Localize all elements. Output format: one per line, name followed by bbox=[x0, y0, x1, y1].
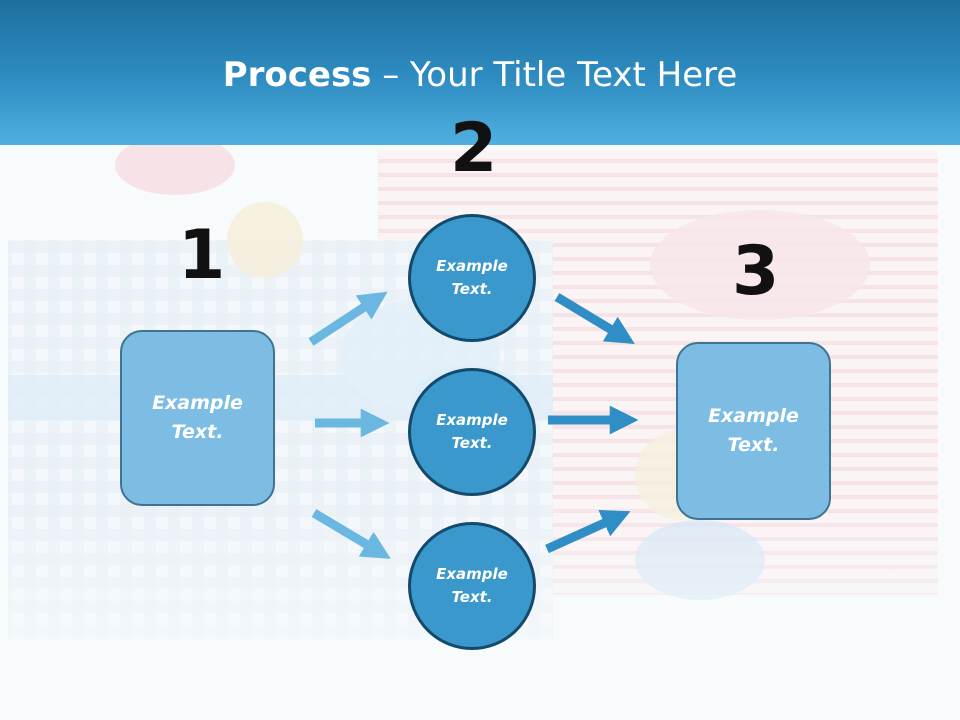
title-rest: – Your Title Text Here bbox=[371, 55, 738, 95]
right-step-label: Example Text. bbox=[708, 405, 799, 456]
header-bar: Process – Your Title Text Here bbox=[0, 0, 960, 145]
title-bold: Process bbox=[222, 55, 372, 95]
circle-step-2: Example Text. bbox=[408, 368, 536, 496]
arrow-left-to-circle-1 bbox=[308, 291, 388, 346]
left-step-label: Example Text. bbox=[152, 392, 243, 443]
circle-step-1: Example Text. bbox=[408, 214, 536, 342]
step-number-1: 1 bbox=[178, 216, 226, 295]
step-number-3: 3 bbox=[732, 232, 780, 311]
step-number-2: 2 bbox=[450, 109, 498, 188]
arrow-circle-1-to-right bbox=[554, 293, 635, 344]
circle-1-label: Example Text. bbox=[436, 257, 508, 298]
right-step-box: Example Text. bbox=[676, 342, 831, 520]
circle-3-label: Example Text. bbox=[436, 565, 508, 606]
left-step-box: Example Text. bbox=[120, 330, 275, 506]
circle-step-3: Example Text. bbox=[408, 522, 536, 650]
arrow-left-to-circle-3 bbox=[311, 509, 391, 559]
slide-title: Process – Your Title Text Here bbox=[0, 52, 960, 98]
arrow-circle-3-to-right bbox=[545, 509, 631, 554]
circle-2-label: Example Text. bbox=[436, 411, 508, 452]
